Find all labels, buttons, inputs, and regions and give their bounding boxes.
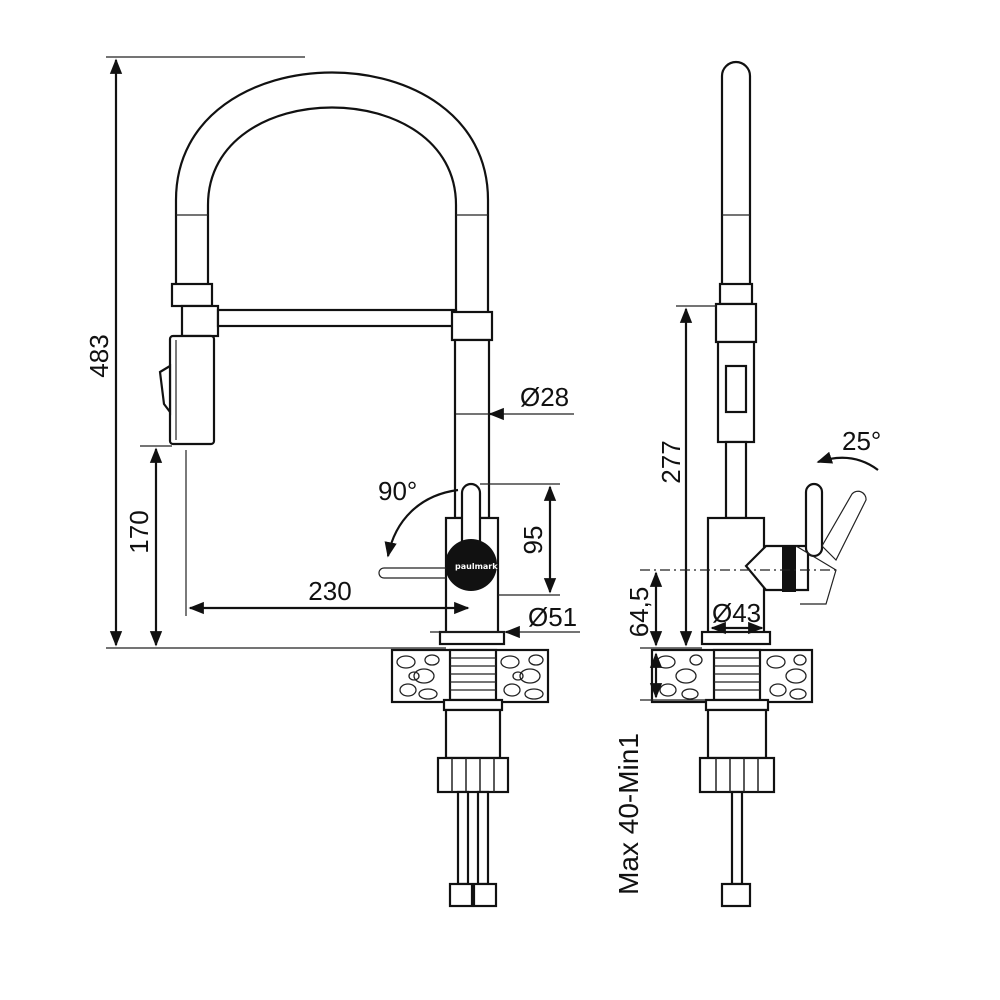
side-column: [724, 440, 748, 520]
front-lock-nut-ribs: [451, 758, 495, 792]
front-lever-rotated-ghost: [378, 567, 446, 579]
dim-countertop-label: Max 40-Min1: [613, 733, 644, 895]
side-countertop-pebbles: [656, 654, 807, 700]
front-hose-nut-right: [472, 882, 498, 908]
dim-43-label: Ø43: [712, 598, 761, 628]
side-tilt-arrow: [816, 451, 879, 471]
front-lever-hub: [445, 539, 497, 591]
side-view: 25° 277 64,5: [613, 60, 881, 908]
front-spray-head: [168, 334, 216, 446]
brand-label: paulmark: [455, 562, 498, 571]
front-hose-left: [456, 790, 470, 886]
side-base-flange: [700, 630, 772, 646]
front-base-flange: [438, 630, 506, 646]
front-rotation-arrow: [384, 488, 459, 558]
dim-90deg-label: 90°: [378, 476, 417, 506]
dim-28-label: Ø28: [520, 382, 569, 412]
dim-230-label: 230: [308, 576, 351, 606]
side-lever-ghost-body: [795, 545, 837, 605]
front-thread-lines: [450, 657, 496, 691]
front-spray-trigger: [158, 364, 172, 416]
side-spout: [720, 60, 752, 302]
side-washer: [704, 698, 770, 712]
side-thread-lines: [714, 657, 760, 691]
dim-277-label: 277: [656, 440, 686, 483]
side-hose: [730, 790, 744, 886]
front-hose-right: [476, 790, 490, 886]
front-spout-arch-outer: [174, 71, 490, 318]
side-lock-nut-ribs: [715, 758, 759, 792]
front-hose-nut-left: [448, 882, 474, 908]
front-countertop-pebbles: [396, 654, 544, 700]
front-spout-arch-inner: [206, 106, 458, 318]
side-lever-tilted-ghost: [821, 490, 867, 562]
front-view: paulmark: [84, 56, 580, 908]
side-lever-hub-dark: [782, 546, 796, 592]
front-spray-bracket: [180, 304, 220, 338]
side-clamp: [714, 302, 758, 344]
side-lock-nut: [698, 756, 776, 794]
side-hose-nut: [720, 882, 752, 908]
front-washer: [442, 698, 504, 712]
dim-170-label: 170: [124, 510, 154, 553]
side-lever-handle: [804, 482, 824, 558]
dim-64-5-label: 64,5: [624, 587, 654, 638]
side-spray-button: [724, 364, 748, 414]
side-mount-body: [706, 708, 768, 760]
front-mount-body: [444, 708, 502, 760]
front-arm-clamp: [450, 310, 494, 342]
dim-51-label: Ø51: [528, 602, 577, 632]
front-support-arm: [216, 308, 458, 328]
dim-483-label: 483: [84, 334, 114, 377]
dim-25deg-label: 25°: [842, 426, 881, 456]
side-collar: [718, 282, 754, 306]
dim-95-label: 95: [518, 526, 548, 555]
front-lock-nut: [436, 756, 510, 794]
front-spray-collar: [170, 282, 214, 308]
